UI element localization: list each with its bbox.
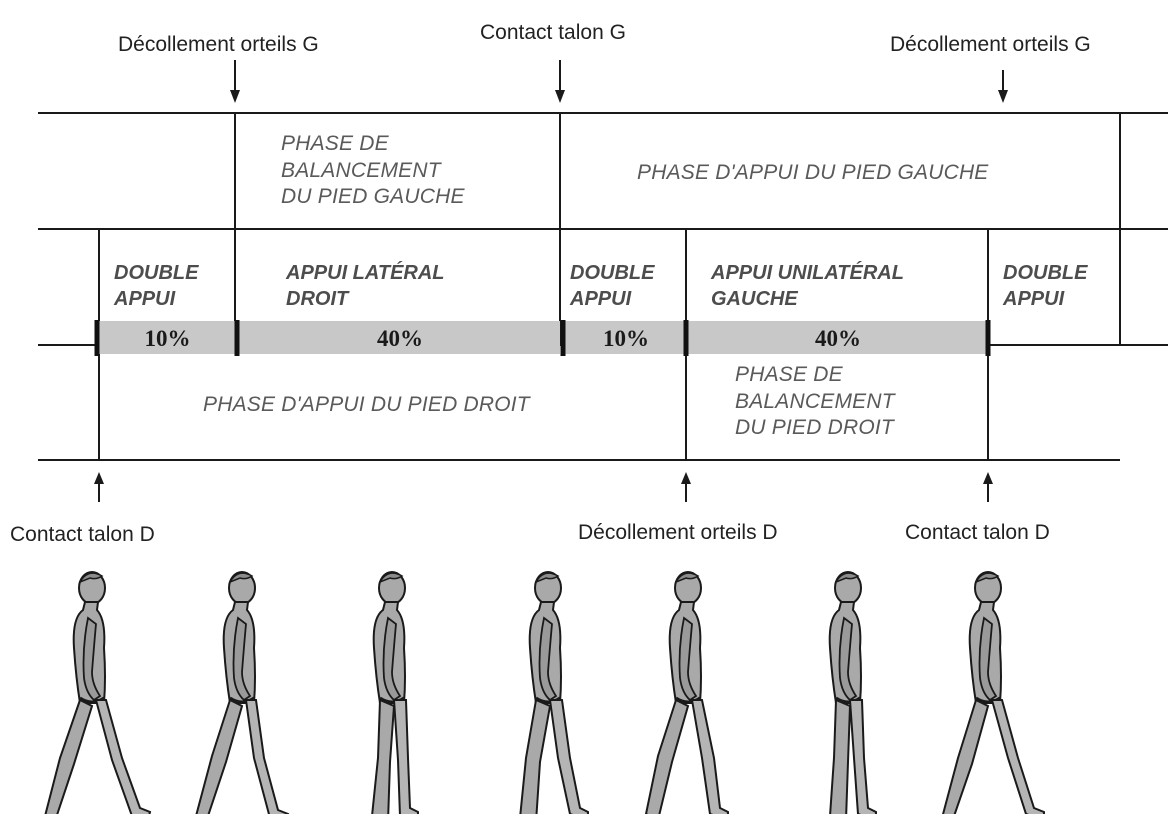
double-3-line-1: DOUBLE	[1003, 262, 1088, 284]
percent-bar-single-left	[686, 321, 988, 354]
percent-single-left: 40%	[815, 326, 861, 351]
swing-right-line-1: PHASE DE	[735, 363, 843, 386]
single-left-line-2: GAUCHE	[711, 288, 798, 310]
swing-right-line-2: BALANCEMENT	[735, 389, 895, 413]
percent-bar-double-2	[563, 321, 685, 354]
event-heel-contact-d-2: Contact talon D	[905, 521, 1050, 544]
event-heel-contact-g: Contact talon G	[480, 21, 626, 44]
double-2-line-2: APPUI	[570, 288, 632, 310]
double-2-line-1: DOUBLE	[570, 262, 655, 284]
single-left-line-1: APPUI UNILATÉRAL	[711, 262, 904, 284]
phase-swing-left-foot: PHASE DE BALANCEMENT DU PIED GAUCHE	[281, 131, 465, 211]
swing-left-line-1: PHASE DE	[281, 132, 389, 155]
swing-right-line-3: DU PIED DROIT	[735, 416, 894, 440]
arrow-down-toe-off-g-1	[230, 60, 240, 103]
walker-6-midswing	[828, 570, 877, 814]
walking-figures-row	[44, 570, 1045, 814]
phase-swing-right-foot: PHASE DE BALANCEMENT DU PIED DROIT	[735, 362, 895, 442]
double-3-line-2: APPUI	[1003, 288, 1065, 310]
walker-5-pre-swing	[644, 570, 729, 814]
support-double-2: DOUBLE APPUI	[570, 260, 654, 312]
support-single-left: APPUI UNILATÉRAL GAUCHE	[711, 260, 904, 312]
percent-single-right: 40%	[377, 326, 423, 351]
support-double-3: DOUBLE APPUI	[1003, 260, 1087, 312]
walker-3-midstance	[371, 570, 419, 814]
single-right-line-2: DROIT	[286, 288, 349, 310]
percent-double-2: 10%	[603, 326, 649, 351]
support-double-1: DOUBLE APPUI	[114, 260, 198, 312]
event-toe-off-d: Décollement orteils D	[578, 521, 778, 544]
walker-1-heel-strike-right	[44, 570, 152, 814]
event-toe-off-g-1: Décollement orteils G	[118, 33, 319, 56]
walker-4-terminal-stance	[519, 570, 589, 814]
walker-7-heel-strike-right	[942, 570, 1045, 814]
support-single-right: APPUI LATÉRAL DROIT	[286, 260, 445, 312]
single-right-line-1: APPUI LATÉRAL	[286, 262, 445, 284]
phase-stance-right-foot: PHASE D'APPUI DU PIED DROIT	[203, 393, 530, 416]
walker-2-loading	[195, 570, 290, 814]
event-toe-off-g-2: Décollement orteils G	[890, 33, 1091, 56]
swing-left-line-3: DU PIED GAUCHE	[281, 185, 465, 209]
percent-bar-double-1	[97, 321, 235, 354]
double-1-line-1: DOUBLE	[114, 262, 199, 284]
arrow-down-heel-contact-g	[555, 60, 565, 103]
arrow-down-toe-off-g-2	[998, 70, 1008, 103]
arrow-up-toe-off-d	[681, 472, 691, 502]
percent-double-1: 10%	[144, 326, 191, 351]
percent-bar-single-right	[237, 321, 560, 354]
double-1-line-2: APPUI	[114, 288, 176, 310]
arrow-up-heel-contact-d-2	[983, 472, 993, 502]
phase-stance-left-foot: PHASE D'APPUI DU PIED GAUCHE	[637, 161, 989, 184]
arrow-up-heel-contact-d-1	[94, 472, 104, 502]
event-heel-contact-d-1: Contact talon D	[10, 523, 155, 546]
swing-left-line-2: BALANCEMENT	[281, 158, 441, 182]
